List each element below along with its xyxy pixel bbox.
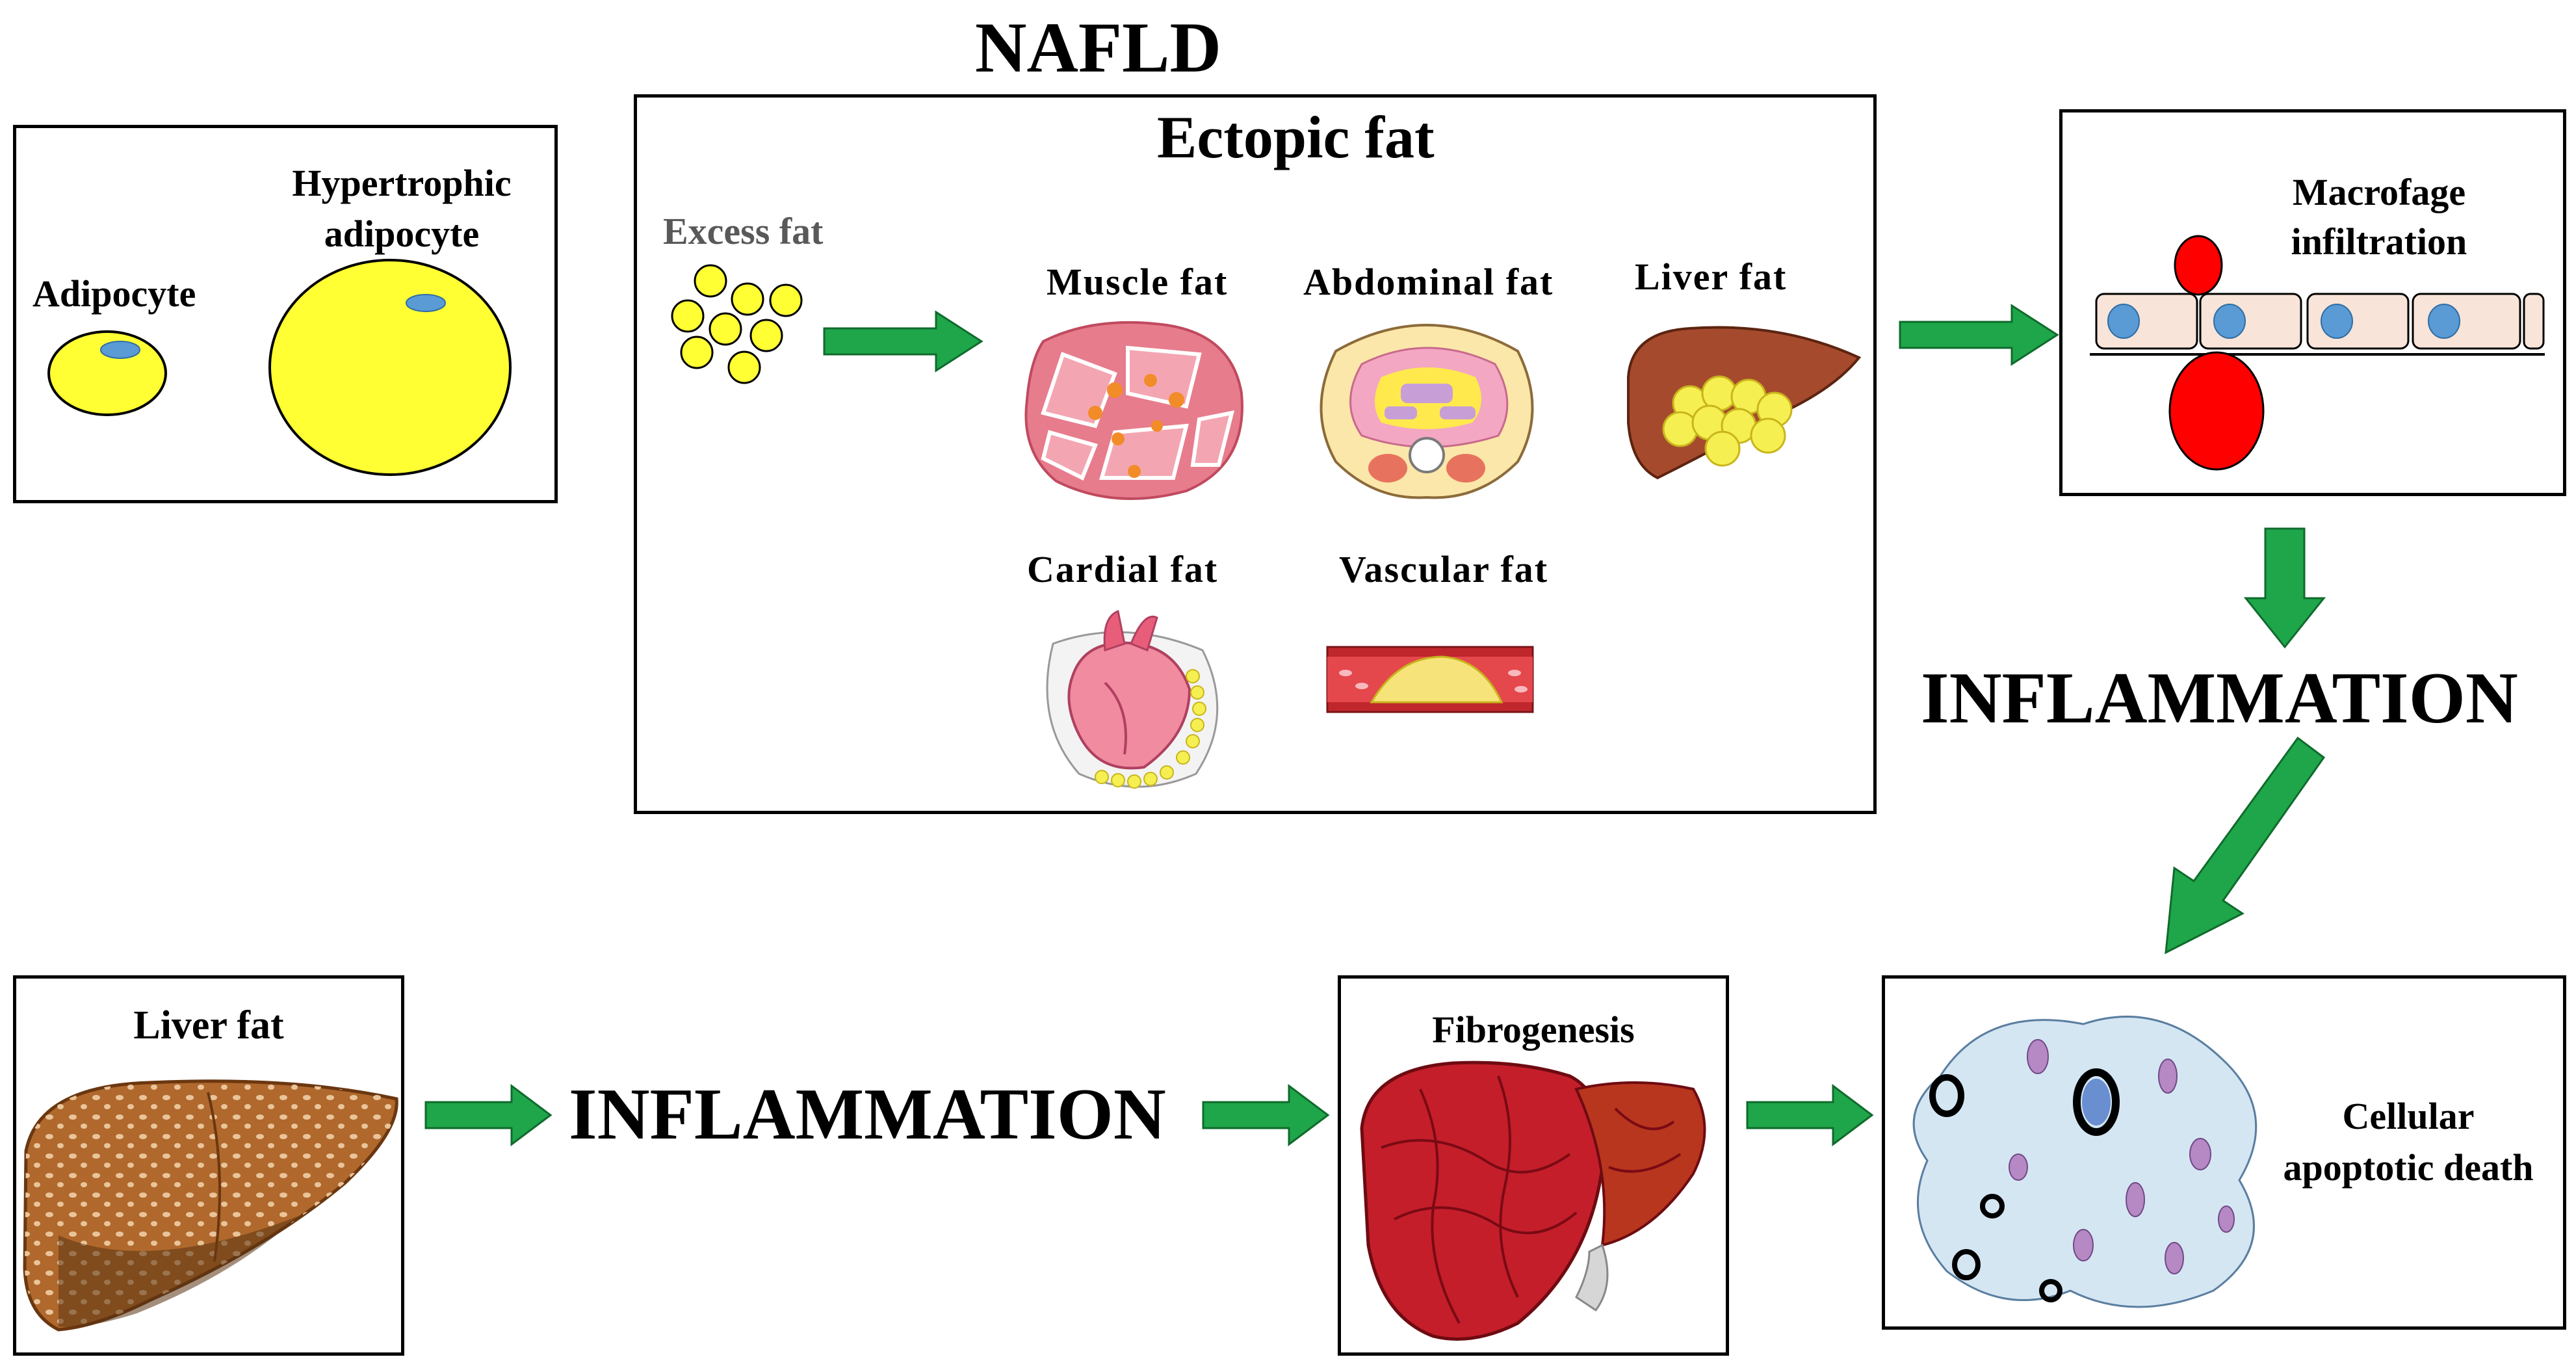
arrow-liver-to-inflammation (424, 1084, 553, 1146)
inflammation-bottom-label: INFLAMMATION (569, 1074, 1166, 1155)
fibrogenesis-label: Fibrogenesis (1432, 1008, 1635, 1051)
vascular-fat-illustration (1326, 646, 1534, 713)
fibrotic-liver-illustration (1360, 1060, 1706, 1341)
diagram-title: NAFLD (975, 8, 1221, 87)
small-adipocyte-nucleus (100, 341, 140, 359)
liver-fat-top-illustration (1627, 326, 1862, 480)
adipocyte-label: Adipocyte (33, 272, 196, 315)
endothelial-nuclei (2107, 304, 2460, 339)
apoptotic-cells-illustration (1912, 1016, 2257, 1308)
macrophage-infiltration-illustration (2090, 235, 2545, 471)
hypertrophic-label-line2: adipocyte (324, 213, 480, 255)
arrow-excess-to-ectopic (823, 310, 983, 373)
macrophage-label-line1: Macrofage (2292, 171, 2466, 213)
cellular-death-label-line1: Cellular (2342, 1095, 2475, 1137)
fatty-liver-illustration (23, 1079, 398, 1332)
liver-fat-label-top: Liver fat (1635, 256, 1788, 298)
arrow-fibrogenesis-to-cellular-death (1746, 1084, 1874, 1146)
vascular-fat-label: Vascular fat (1339, 548, 1549, 590)
muscle-fat-label: Muscle fat (1047, 261, 1229, 303)
macrophage-small (2174, 235, 2223, 296)
hypertrophic-adipocyte (268, 259, 512, 476)
excess-fat-droplets-illustration (671, 264, 803, 384)
inflammation-right-label: INFLAMMATION (1921, 658, 2518, 739)
abdominal-fat-label: Abdominal fat (1303, 261, 1554, 303)
arrow-ectopic-to-macrophage (1899, 304, 2059, 366)
hypertrophic-adipocyte-nucleus (406, 294, 446, 312)
excess-fat-label: Excess fat (663, 210, 824, 252)
cardial-fat-illustration (1046, 609, 1219, 789)
arrow-inflammation-to-fibrogenesis (1202, 1084, 1330, 1146)
abdominal-fat-illustration (1320, 324, 1534, 499)
cardial-fat-label: Cardial fat (1027, 548, 1219, 590)
macrophage-large (2168, 351, 2265, 471)
macrophage-label-line2: infiltration (2291, 220, 2467, 263)
liver-fat-bottom-label: Liver fat (133, 1003, 284, 1047)
adipocyte-cells-illustration (47, 259, 512, 476)
hypertrophic-label-line1: Hypertrophic (292, 162, 512, 204)
cellular-death-label-line2: apoptotic death (2283, 1146, 2534, 1189)
ectopic-fat-title: Ectopic fat (1157, 104, 1435, 170)
muscle-fat-illustration (1024, 321, 1243, 500)
arrow-inflammation-to-cellular-death (2165, 736, 2326, 955)
arrow-macrophage-to-inflammation (2243, 527, 2326, 649)
endothelial-cells (2095, 293, 2545, 350)
